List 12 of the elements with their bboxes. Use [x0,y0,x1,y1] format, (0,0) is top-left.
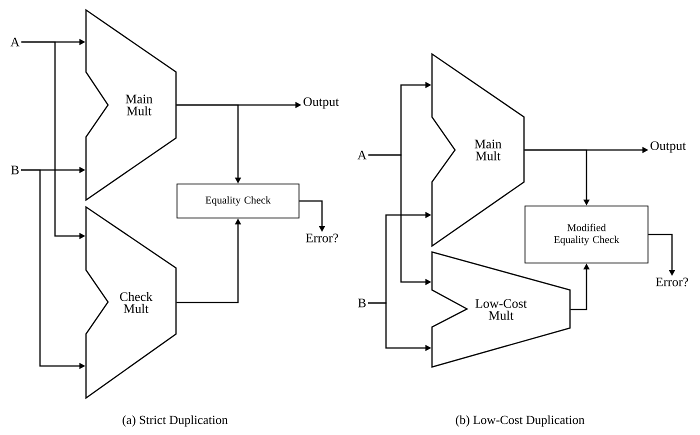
terminal-label: B [11,166,19,174]
terminal-label: Error? [656,278,688,286]
terminal-label: Output [304,97,339,109]
caption: (b) Low-Cost Duplication [456,415,584,427]
check-box: Modified Equality Check [524,206,648,264]
terminal-label: A [357,150,367,160]
check-box: Equality Check [176,184,300,218]
terminal-label: Error? [306,234,338,242]
terminal-label: Output [650,141,686,153]
caption: (a) Strict Duplication [122,415,228,427]
terminal-label: B [358,298,366,308]
terminal-label: A [10,38,20,46]
